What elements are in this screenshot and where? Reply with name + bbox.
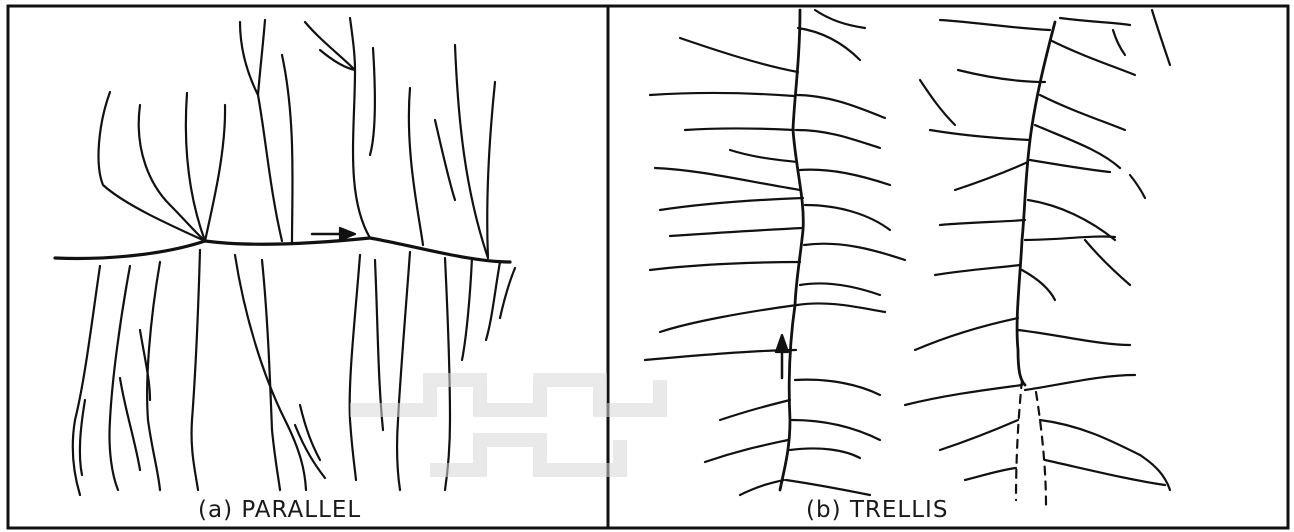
panel-b-dashed-stream xyxy=(1016,380,1046,505)
panel-a-upper-tributaries xyxy=(99,18,495,258)
panel-b-caption: (b) TRELLIS xyxy=(806,497,948,523)
panel-b-main-stream-left xyxy=(780,10,803,490)
panel-a-caption: (a) PARALLEL xyxy=(198,497,361,523)
panel-b-left-east-tributaries xyxy=(786,10,905,495)
panel-b-right-west-tributaries xyxy=(905,20,1050,480)
panel-a-flow-arrow-icon xyxy=(312,228,355,240)
panel-b-flow-arrow-icon xyxy=(776,335,788,378)
panel-b-left-west-tributaries xyxy=(645,38,803,495)
panel-b-trellis xyxy=(645,10,1170,505)
panel-a-lower-streams xyxy=(73,250,515,495)
panel-a-parallel xyxy=(55,18,515,495)
